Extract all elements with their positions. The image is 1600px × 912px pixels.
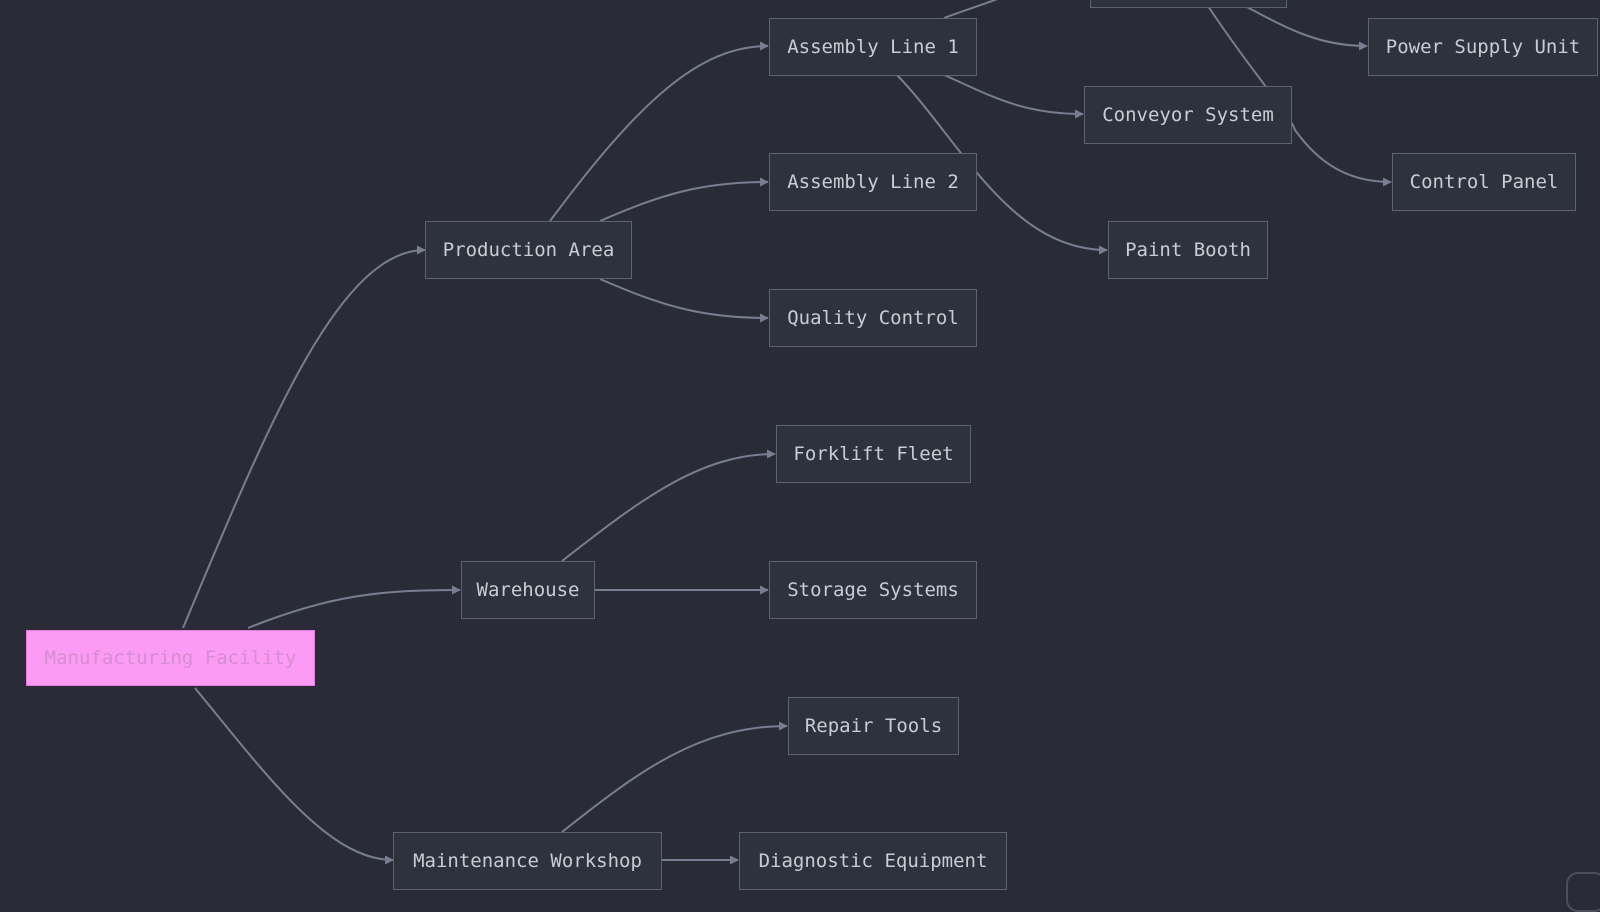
node-storage-systems[interactable]: Storage Systems [769,561,977,619]
node-assembly-line-2[interactable]: Assembly Line 2 [769,153,977,211]
edge-facility-maintenance [194,687,394,865]
node-manufacturing-facility[interactable]: Manufacturing Facility [26,630,315,686]
edge-warehouse-forklift [561,449,776,562]
edge-production-assembly2 [599,177,769,222]
edge-assembly1-offscreen [943,0,998,19]
node-maintenance-workshop[interactable]: Maintenance Workshop [393,832,662,890]
edge-facility-warehouse [247,585,461,629]
node-assembly-line-2-label: Assembly Line 2 [787,171,959,193]
edge-offscreen-controlpanel [1207,5,1392,187]
node-quality-control-label: Quality Control [787,307,959,329]
edge-assembly1-conveyor [943,74,1084,119]
node-production-area-label: Production Area [442,239,615,261]
node-warehouse[interactable]: Warehouse [461,561,595,619]
node-control-panel-label: Control Panel [1409,171,1559,193]
node-power-supply-unit[interactable]: Power Supply Unit [1368,18,1598,76]
node-maintenance-workshop-label: Maintenance Workshop [413,850,642,872]
edge-assembly1-paint [896,74,1108,255]
node-diagnostic-equipment[interactable]: Diagnostic Equipment [739,832,1007,890]
node-production-area[interactable]: Production Area [425,221,632,279]
node-paint-booth-label: Paint Booth [1125,239,1251,261]
edge-maintenance-repair [561,721,788,833]
node-control-panel[interactable]: Control Panel [1392,153,1576,211]
node-offscreen[interactable] [1090,0,1287,8]
node-assembly-line-1[interactable]: Assembly Line 1 [769,18,977,76]
node-repair-tools[interactable]: Repair Tools [788,697,959,755]
node-quality-control[interactable]: Quality Control [769,289,977,347]
node-storage-systems-label: Storage Systems [787,579,959,601]
edge-production-quality [599,278,769,323]
node-conveyor-system[interactable]: Conveyor System [1084,86,1292,144]
node-conveyor-system-label: Conveyor System [1102,104,1274,126]
resize-handle-icon[interactable] [1566,872,1600,912]
edge-facility-production [182,245,426,629]
node-manufacturing-facility-label: Manufacturing Facility [44,647,297,669]
edge-production-assembly1 [549,41,769,222]
node-power-supply-unit-label: Power Supply Unit [1385,36,1581,58]
node-warehouse-label: Warehouse [476,579,580,601]
node-assembly-line-1-label: Assembly Line 1 [787,36,959,58]
node-paint-booth[interactable]: Paint Booth [1108,221,1268,279]
node-repair-tools-label: Repair Tools [804,715,943,737]
node-forklift-fleet[interactable]: Forklift Fleet [776,425,971,483]
node-diagnostic-equipment-label: Diagnostic Equipment [758,850,988,872]
node-forklift-fleet-label: Forklift Fleet [793,443,954,465]
edge-offscreen-powersupply [1244,5,1368,51]
